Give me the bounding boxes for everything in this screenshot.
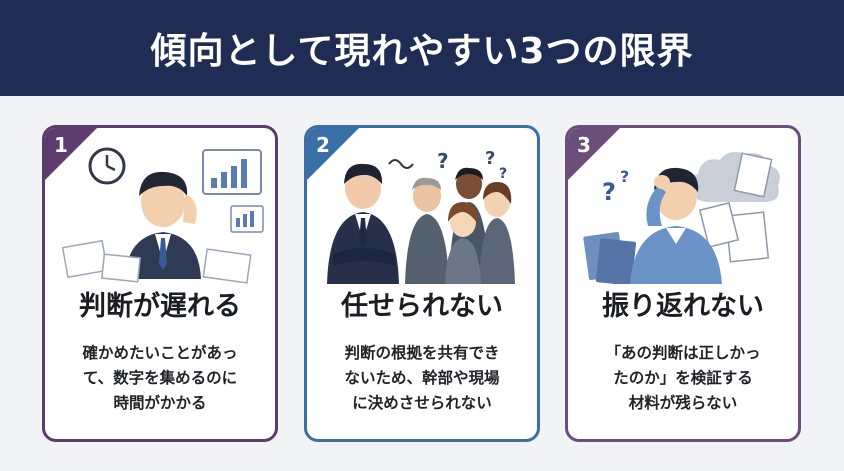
card-description-line: ないため、幹部や現場	[344, 369, 500, 387]
card-cannot-delegate: 2 ? ? ? 任せられない 判断の根拠を共有でき ないため、幹部や現場 に決め…	[304, 125, 540, 442]
card-cannot-review: 3 ? ? 振り返れない 「あの判断は正しかっ たのか」を検証する 材料が残らな…	[565, 125, 801, 442]
card-number: 1	[54, 133, 68, 157]
page-title: 傾向として現れやすい3つの限界	[150, 31, 694, 72]
card-corner-badge	[568, 128, 620, 180]
puzzled-man-illustration: ? ?	[583, 152, 780, 284]
card-description-line: 確かめたいことがあっ	[82, 344, 238, 362]
card-delayed-decision: 1 判断が遅れる 確かめたいことがあっ	[42, 125, 278, 442]
card-description-line: て、数字を集めるのに	[82, 369, 238, 387]
card-title: 任せられない	[341, 291, 503, 322]
bar-chart-icon	[202, 149, 262, 195]
card-description-line: 時間がかかる	[113, 394, 207, 412]
card-description-line: たのか」を検証する	[613, 369, 753, 387]
svg-text:?: ?	[485, 148, 495, 169]
card-description: 「あの判断は正しかっ たのか」を検証する 材料が残らない	[578, 341, 788, 416]
card-title: 判断が遅れる	[79, 291, 241, 322]
header-banner: 傾向として現れやすい3つの限界	[0, 0, 844, 96]
card-title: 振り返れない	[602, 291, 764, 322]
card-number: 2	[316, 133, 330, 157]
card-description-line: 材料が残らない	[628, 394, 738, 412]
svg-text:?: ?	[620, 167, 629, 186]
card-corner-badge	[45, 128, 97, 180]
stressed-businessman-illustration	[61, 147, 264, 284]
card-description-line: 判断の根拠を共有でき	[344, 344, 500, 362]
card-description-line: に決めさせられない	[352, 394, 492, 412]
svg-text:?: ?	[499, 166, 507, 182]
team-confused-illustration: ? ? ?	[327, 148, 515, 284]
svg-text:?: ?	[602, 178, 616, 206]
card-description-line: 「あの判断は正しかっ	[605, 344, 761, 362]
clock-icon	[88, 147, 126, 185]
card-description: 確かめたいことがあっ て、数字を集めるのに 時間がかかる	[55, 341, 265, 416]
svg-text:?: ?	[437, 149, 449, 173]
card-number: 3	[577, 133, 591, 157]
card-description: 判断の根拠を共有でき ないため、幹部や現場 に決めさせられない	[317, 341, 527, 416]
